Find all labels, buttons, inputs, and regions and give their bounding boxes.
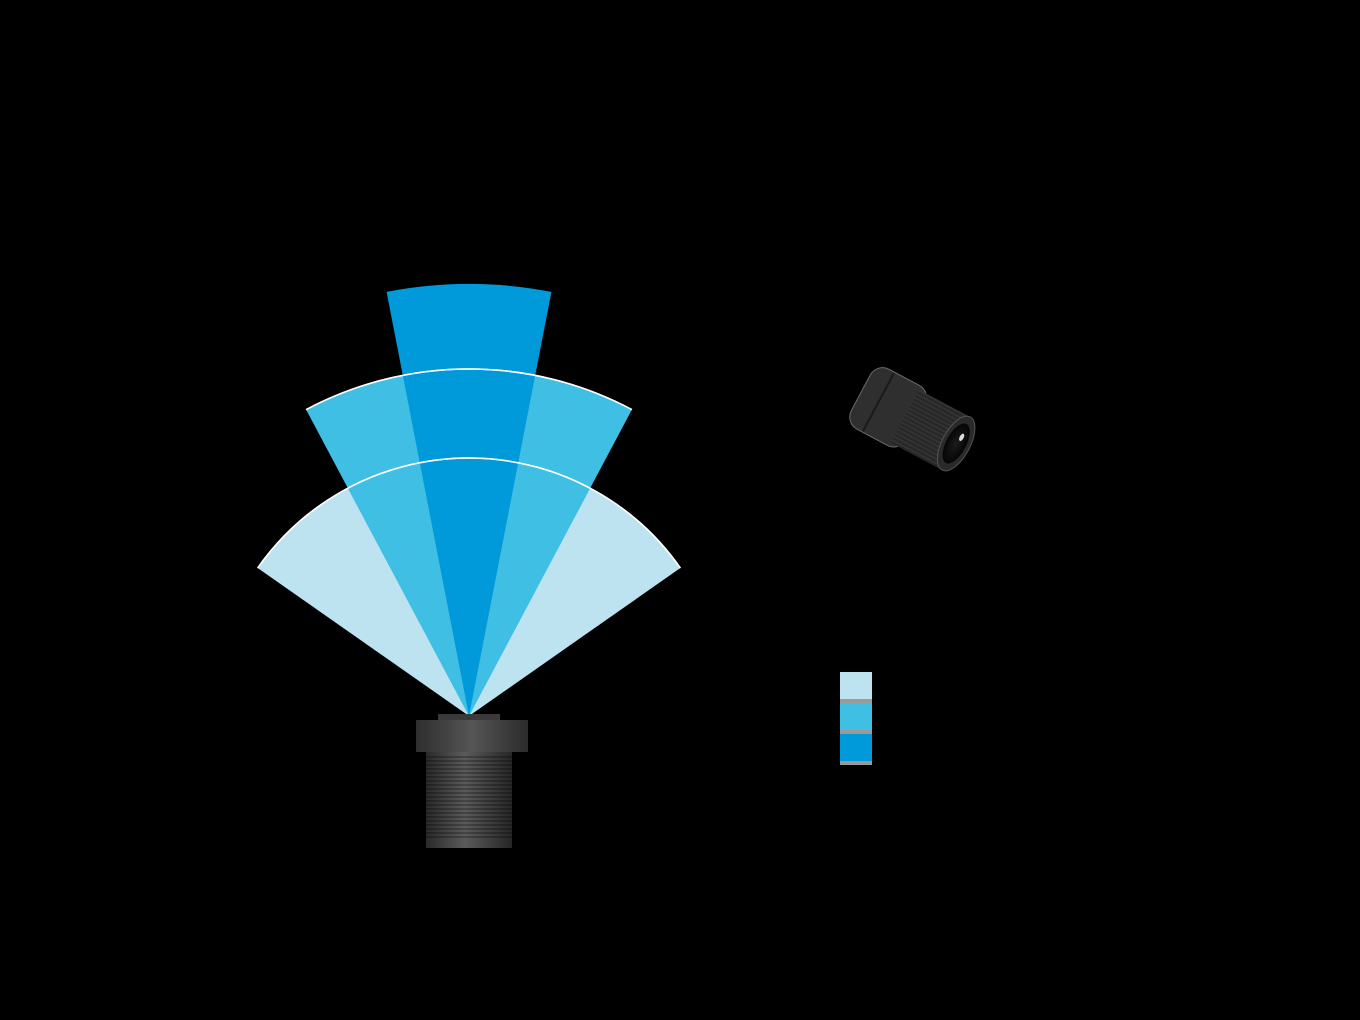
legend-swatch-wide <box>840 672 872 703</box>
lens-isometric-icon <box>849 367 976 472</box>
lens-side-view-icon <box>416 714 528 848</box>
arc-line-medium <box>305 368 633 411</box>
legend-swatch-narrow <box>840 734 872 765</box>
fan-core-narrow <box>419 458 519 716</box>
field-of-view-fans <box>257 284 681 716</box>
legend-swatch-medium <box>840 703 872 734</box>
fov-legend <box>840 672 872 765</box>
arc-line-wide <box>257 457 681 569</box>
